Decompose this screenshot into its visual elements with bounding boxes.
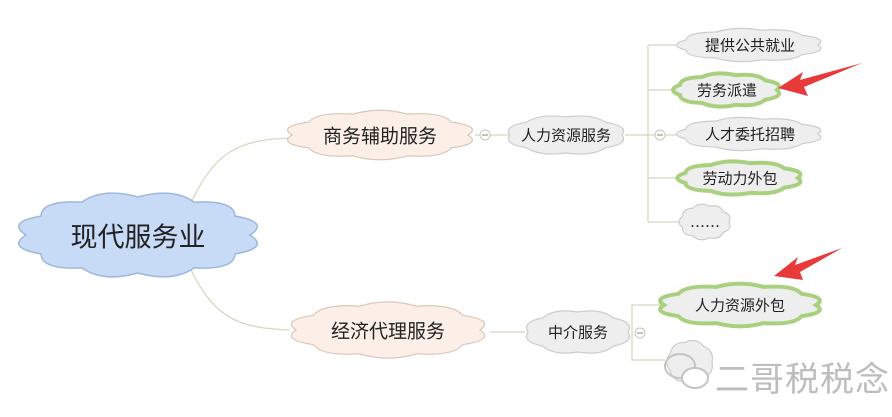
branch-business-cloud[interactable] <box>287 109 473 161</box>
leaf-hr-outsourcing-label[interactable]: 人力资源外包 <box>694 296 786 315</box>
red-arrow-icon <box>774 248 842 280</box>
branch-agency-label[interactable]: 经济代理服务 <box>330 320 446 343</box>
wechat-icon <box>664 353 709 389</box>
connector-root-business <box>189 137 291 206</box>
connector-root-agency <box>189 267 291 331</box>
node-intermediary-cloud[interactable] <box>525 310 631 354</box>
branch-business-label[interactable]: 商务辅助服务 <box>322 125 438 148</box>
leaf-3-label[interactable]: 劳动力外包 <box>702 169 778 188</box>
branch-agency-cloud[interactable] <box>290 301 486 359</box>
leaf-0-label[interactable]: 提供公共就业 <box>704 36 796 55</box>
leaf-3-cloud[interactable] <box>675 159 803 197</box>
leaf-4-label[interactable]: …… <box>690 213 720 231</box>
watermark: 二哥税税念 <box>715 360 890 400</box>
leaf-0-cloud[interactable] <box>675 27 822 63</box>
leaf-4-cloud[interactable] <box>678 203 731 241</box>
node-hr-services-cloud[interactable] <box>507 115 625 155</box>
leaf-hr-outsourcing-cloud[interactable] <box>658 281 822 329</box>
connector-hr-leaves <box>625 44 680 223</box>
root-node-label[interactable]: 现代服务业 <box>70 222 206 254</box>
red-arrow-icon <box>778 63 862 96</box>
node-intermediary-label[interactable]: 中介服务 <box>547 323 609 342</box>
leaf-1-label[interactable]: 劳务派遣 <box>696 81 758 100</box>
leaf-1-cloud[interactable] <box>671 71 781 109</box>
node-hr-services-label[interactable]: 人力资源服务 <box>520 126 612 145</box>
connector-intermediary-leaves <box>631 304 665 361</box>
root-node-cloud[interactable] <box>17 192 259 278</box>
leaf-2-label[interactable]: 人才委托招聘 <box>704 125 796 144</box>
leaf-2-cloud[interactable] <box>675 116 822 152</box>
